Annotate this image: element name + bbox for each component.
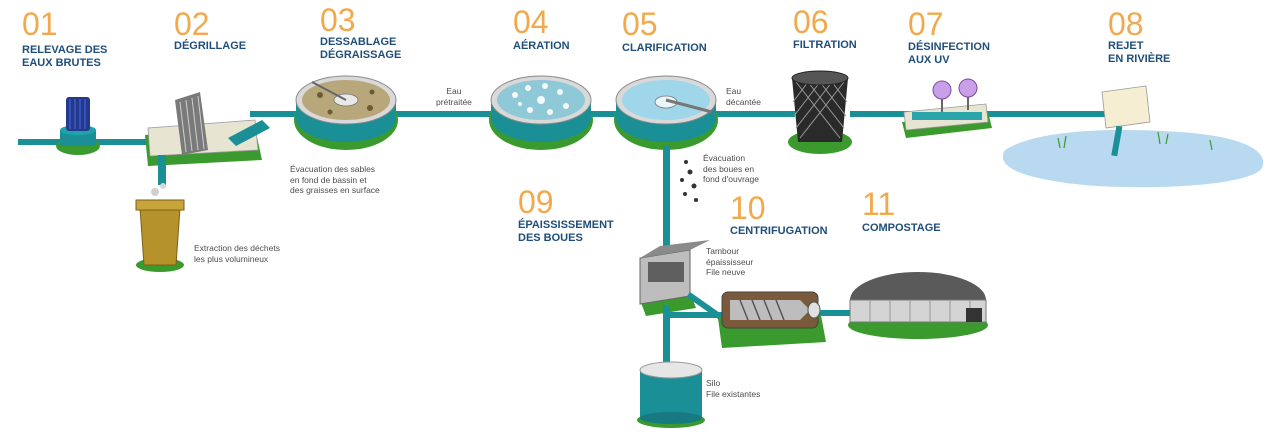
note-boues: Évacuation des boues en fond d'ouvrage: [703, 153, 759, 184]
centrifuge: [718, 291, 826, 348]
step-08-title: REJET EN RIVIÈRE: [1108, 40, 1171, 65]
step-03-title: DESSABLAGE DÉGRAISSAGE: [320, 36, 402, 61]
step-04-title: AÉRATION: [513, 40, 570, 52]
step-02-number: 02: [174, 6, 210, 42]
uv-unit: [902, 78, 992, 138]
step-05-number: 05: [622, 6, 658, 42]
step-05-title: CLARIFICATION: [622, 42, 707, 54]
step-04-number: 04: [513, 4, 549, 40]
river: [1002, 85, 1264, 188]
clarifier: [614, 75, 718, 260]
step-03-number: 03: [320, 2, 356, 38]
filter-unit: [788, 70, 852, 154]
step-08-number: 08: [1108, 6, 1144, 42]
thickener-drum: [639, 240, 710, 316]
sludge-pipes: [663, 291, 723, 385]
step-06-title: FILTRATION: [793, 39, 857, 51]
step-01-number: 01: [22, 6, 58, 42]
step-09-title: ÉPAISSISSEMENT DES BOUES: [518, 219, 614, 244]
step-11-number: 11: [862, 186, 896, 222]
compost-dome: [820, 272, 988, 339]
note-eau-pretraitee: Eau prétraitée: [436, 86, 472, 107]
step-09-number: 09: [518, 184, 554, 220]
note-tambour: Tambour épaississeur File neuve: [706, 246, 754, 277]
silo: [637, 361, 705, 428]
step-10-number: 10: [730, 190, 766, 226]
step-10-title: CENTRIFUGATION: [730, 225, 828, 237]
pump-station: [56, 97, 100, 155]
grit-tank: [294, 75, 398, 150]
note-silo: Silo File existantes: [706, 378, 761, 399]
note-sables: Évacuation des sables en fond de bassin …: [290, 164, 380, 195]
note-eau-decantee: Eau décantée: [726, 86, 761, 107]
step-11-title: COMPOSTAGE: [862, 222, 941, 234]
step-07-number: 07: [908, 6, 944, 42]
aeration-tank: [489, 75, 593, 150]
step-02-title: DÉGRILLAGE: [174, 40, 247, 52]
screening-unit: [145, 92, 270, 185]
sludge-particles: [680, 160, 698, 202]
waste-bin: [135, 183, 185, 272]
note-dechets: Extraction des déchets les plus volumine…: [194, 243, 280, 264]
step-01-title: RELEVAGE DES EAUX BRUTES: [22, 44, 108, 69]
step-07-title: DÉSINFECTION AUX UV: [908, 41, 990, 66]
step-06-number: 06: [793, 4, 829, 40]
